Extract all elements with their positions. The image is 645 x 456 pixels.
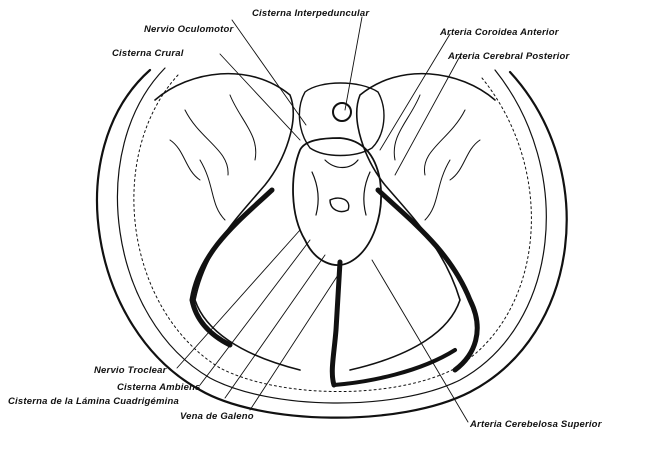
- label-cisterna-crural: Cisterna Crural: [112, 48, 184, 59]
- leader-lines: [177, 17, 468, 422]
- label-vena-de-galeno: Vena de Galeno: [180, 411, 254, 422]
- label-nervio-troclear: Nervio Troclear: [94, 365, 167, 376]
- aqueduct-shape: [330, 198, 349, 211]
- straight-sinus: [334, 350, 455, 385]
- label-arteria-cerebral-posterior: Arteria Cerebral Posterior: [448, 51, 569, 62]
- right-hemisphere-outline: [350, 74, 495, 370]
- left-cortical-vessels: [170, 95, 256, 220]
- left-hemisphere-outline: [155, 74, 300, 370]
- label-cisterna-ambiens: Cisterna Ambiens: [117, 382, 201, 393]
- label-cisterna-interpeduncular: Cisterna Interpeduncular: [252, 8, 369, 19]
- cerebral-peduncles: [312, 160, 370, 215]
- interpeduncular-circle: [333, 103, 351, 121]
- label-arteria-coroidea-anterior: Arteria Coroidea Anterior: [440, 27, 559, 38]
- midbrain-upper-structures: [299, 83, 384, 156]
- label-nervio-oculomotor: Nervio Oculomotor: [144, 24, 233, 35]
- right-cortical-vessels: [394, 95, 480, 220]
- galen-vein: [332, 262, 340, 385]
- left-tentorial-edge: [192, 190, 272, 345]
- label-cisterna-lamina-cuadrigemina: Cisterna de la Lámina Cuadrigémina: [8, 396, 179, 407]
- label-arteria-cerebelosa-superior: Arteria Cerebelosa Superior: [470, 419, 602, 430]
